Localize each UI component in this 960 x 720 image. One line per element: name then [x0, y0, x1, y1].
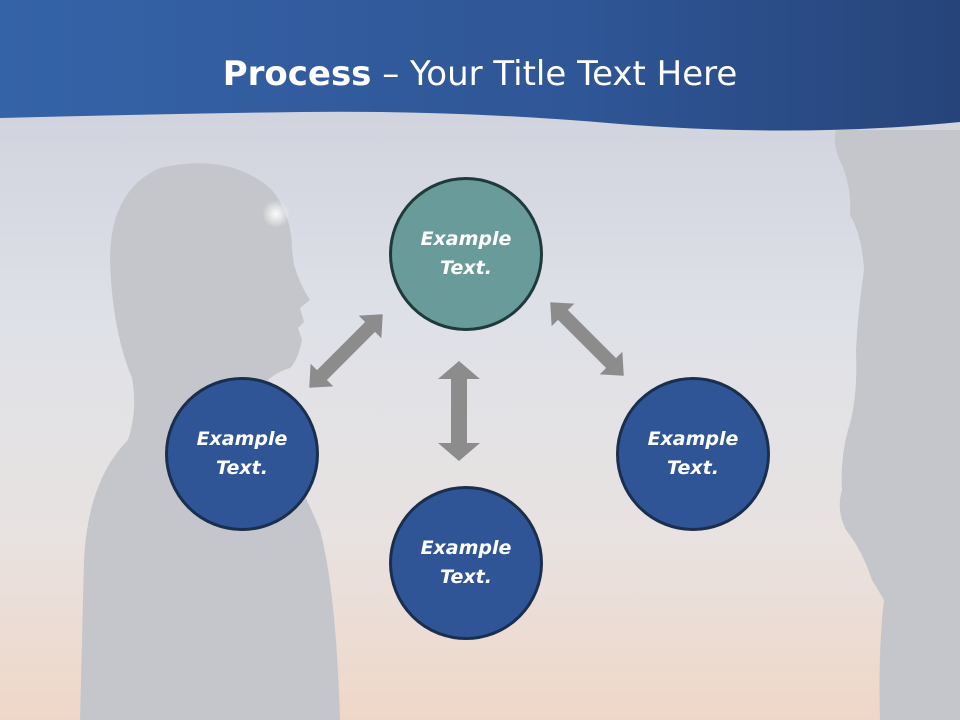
node-top-line1: Example: [420, 228, 512, 250]
title-rest: – Your Title Text Here: [371, 54, 738, 94]
node-top-line2: Text.: [440, 257, 492, 279]
light-flare: [262, 200, 290, 228]
node-left-line2: Text.: [216, 457, 268, 479]
node-right-line2: Text.: [667, 457, 719, 479]
process-node-bottom: Example Text.: [389, 486, 543, 640]
arrow-top-to-right: [550, 302, 624, 376]
process-node-right: Example Text.: [616, 377, 770, 531]
arrow-left-to-top: [309, 314, 383, 388]
process-node-top: Example Text.: [389, 177, 543, 331]
node-left-line1: Example: [196, 428, 288, 450]
arrow-top-to-bottom: [438, 361, 480, 461]
slide-title: Process – Your Title Text Here: [0, 50, 960, 98]
header-band: [0, 0, 960, 131]
node-bottom-line1: Example: [420, 537, 512, 559]
node-right-line1: Example: [647, 428, 739, 450]
right-head-silhouette: [834, 130, 960, 720]
node-bottom-line2: Text.: [440, 566, 492, 588]
process-node-left: Example Text.: [165, 377, 319, 531]
title-bold: Process: [222, 54, 372, 94]
